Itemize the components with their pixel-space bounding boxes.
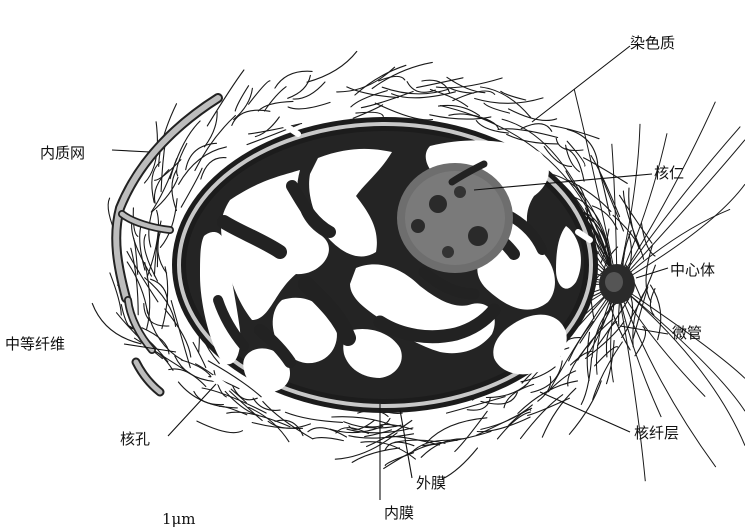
intermediate-filament (307, 51, 357, 82)
intermediate-filament (521, 395, 563, 439)
intermediate-filament (288, 75, 311, 98)
intermediate-filament (538, 376, 551, 401)
intermediate-filament (475, 98, 543, 103)
intermediate-filament (258, 101, 293, 111)
intermediate-filament (509, 109, 557, 121)
intermediate-filament (313, 438, 344, 441)
microtubule (617, 133, 667, 284)
label-nuclear-pore: 核孔 (120, 430, 150, 448)
intermediate-filament (152, 177, 178, 211)
intermediate-filament (197, 421, 243, 433)
intermediate-filament (442, 448, 477, 479)
leader-lamina (540, 392, 630, 432)
centrosome-body (599, 264, 635, 304)
intermediate-filament (567, 141, 585, 166)
label-nuclear-lamina: 核纤层 (634, 424, 679, 442)
intermediate-filament (477, 417, 530, 432)
intermediate-filament (232, 110, 270, 125)
intermediate-filament (234, 88, 253, 119)
intermediate-filament (249, 407, 289, 441)
intermediate-filament (288, 102, 330, 108)
intermediate-filament (225, 391, 258, 415)
nucleus (172, 117, 598, 413)
intermediate-filament (175, 356, 214, 381)
label-nucleolus: 核仁 (654, 164, 684, 182)
label-centrosome: 中心体 (670, 261, 715, 279)
label-microtubules: 微管 (672, 324, 702, 342)
intermediate-filament (264, 87, 286, 111)
intermediate-filament (151, 159, 176, 212)
scale-bar-label: 1μm (162, 510, 196, 527)
intermediate-filament (504, 384, 534, 407)
intermediate-filament (581, 358, 591, 405)
intermediate-filament (484, 103, 510, 113)
intermediate-filament (186, 143, 217, 169)
intermediate-filament (172, 170, 177, 210)
label-intermediate-filaments: 中等纤维 (5, 335, 65, 353)
intermediate-filament (481, 405, 532, 430)
intermediate-filament (623, 191, 640, 247)
intermediate-filament (380, 424, 412, 429)
intermediate-filament (293, 82, 325, 99)
intermediate-filament (453, 91, 495, 101)
leader-pore (168, 384, 216, 436)
microtubule (617, 284, 745, 411)
leader-chromatin (532, 46, 630, 122)
label-outer-membrane: 外膜 (416, 474, 446, 492)
microtubule (617, 284, 645, 481)
intermediate-filament (205, 111, 218, 146)
label-inner-membrane: 内膜 (384, 504, 414, 522)
nucleolus (397, 163, 513, 273)
intermediate-filament (501, 91, 526, 100)
label-endoplasmic-reticulum: 内质网 (40, 144, 85, 162)
intermediate-filament (235, 86, 248, 111)
label-chromatin: 染色质 (630, 34, 675, 52)
intermediate-filament (352, 448, 399, 463)
leader-er (112, 150, 150, 152)
intermediate-filament (498, 412, 531, 439)
intermediate-filament (599, 171, 623, 231)
